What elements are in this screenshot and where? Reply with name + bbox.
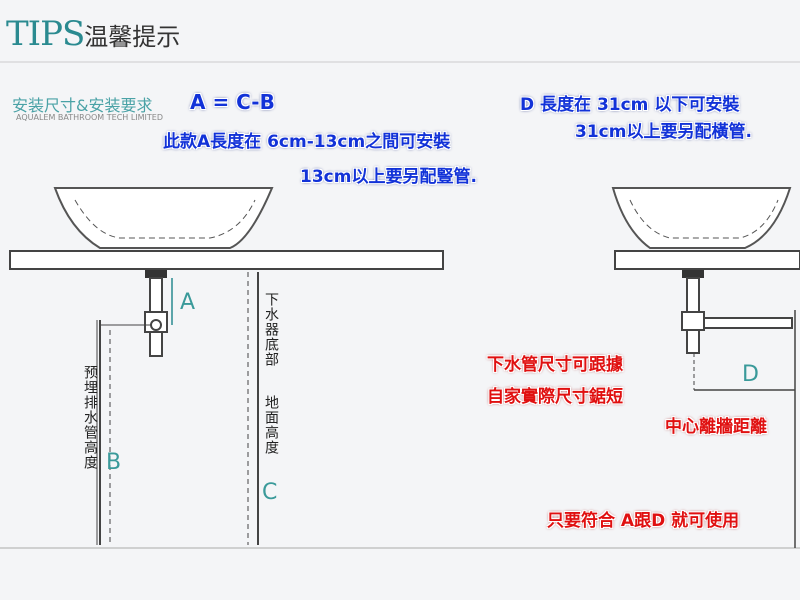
left-basin: [53, 187, 274, 249]
subtitle: 安装尺寸&安装要求: [12, 96, 153, 115]
left-drain-nut: [145, 270, 167, 278]
right-countertop: [614, 250, 800, 270]
note-d-line2: 31cm以上要另配橫管.: [575, 122, 752, 142]
left-basin-inner: [74, 199, 256, 239]
red-note-4: 只要符合 A跟D 就可使用: [547, 511, 740, 531]
note-d-line1: D 長度在 31cm 以下可安裝: [520, 95, 740, 115]
company-name: AQUALEM BATHROOM TECH LIMITED: [16, 113, 164, 122]
red-note-1: 下水管尺寸可跟據: [487, 355, 623, 375]
label-d: D: [742, 362, 759, 387]
label-c: C: [262, 480, 278, 505]
vertical-label-c2: 地面高度: [263, 395, 279, 455]
red-note-2: 自家實際尺寸鋸短: [487, 387, 623, 407]
note-a-line1: 此款A長度在 6cm-13cm之間可安裝: [163, 132, 451, 152]
red-note-3: 中心離牆距離: [665, 417, 767, 437]
label-a: A: [180, 290, 196, 315]
right-horizontal-pipe: [703, 317, 793, 329]
label-b: B: [106, 450, 122, 475]
vertical-label-c1: 下水器底部: [263, 292, 279, 367]
left-countertop: [9, 250, 444, 270]
right-basin: [611, 187, 792, 249]
note-a-line2: 13cm以上要另配豎管.: [300, 167, 477, 187]
formula: A = C-B: [190, 90, 275, 114]
tips-title: TIPS温馨提示: [6, 14, 181, 54]
vertical-label-b: 预埋排水管高度: [82, 365, 98, 470]
